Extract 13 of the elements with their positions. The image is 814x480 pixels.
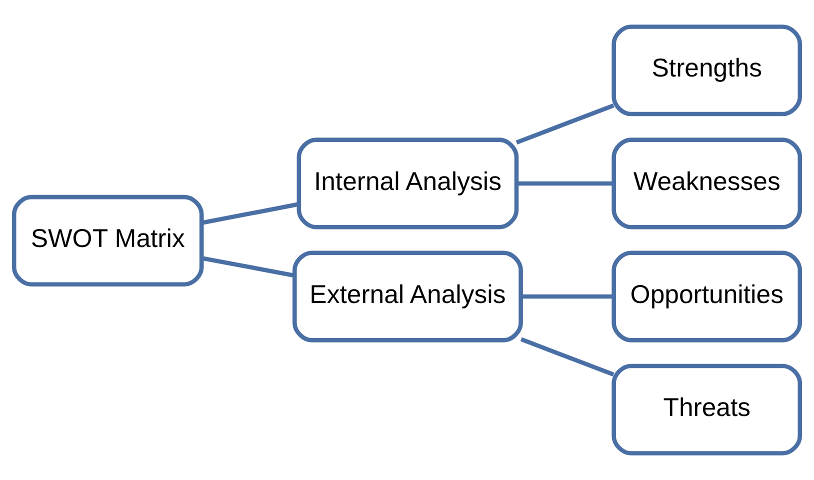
connector (520, 337, 614, 377)
node-box: Threats (612, 364, 802, 456)
node-box: Opportunities (612, 250, 802, 342)
node-box: Internal Analysis (296, 138, 519, 230)
connector (516, 181, 614, 186)
node-box: SWOT Matrix (12, 194, 204, 287)
node-box: Weaknesses (612, 138, 802, 230)
node-box: External Analysis (292, 250, 523, 342)
connector (201, 202, 300, 226)
connector (521, 294, 614, 299)
node-box: Strengths (612, 24, 802, 116)
connector (516, 103, 614, 144)
connector (201, 256, 295, 278)
